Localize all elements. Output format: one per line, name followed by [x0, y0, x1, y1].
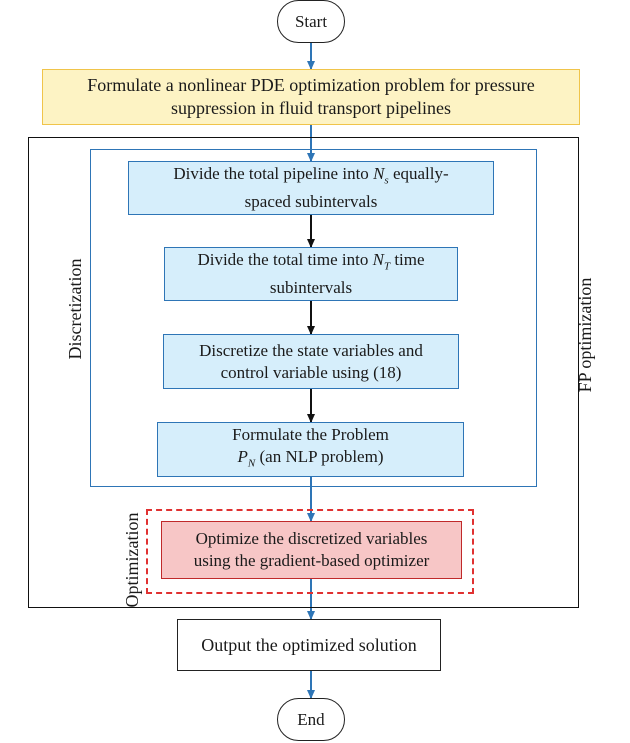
- fp-optimization-frame: [28, 137, 579, 608]
- step-formulate-nlp: Formulate the Problem PN (an NLP problem…: [157, 422, 464, 477]
- end-terminal: End: [277, 698, 345, 741]
- step-discretize-variables: Discretize the state variables and contr…: [163, 334, 459, 389]
- step-divide-pipeline: Divide the total pipeline into Ns equall…: [128, 161, 494, 215]
- step2-line2: subintervals: [269, 278, 353, 298]
- step3-line1: Discretize the state variables and: [199, 340, 423, 360]
- start-terminal: Start: [277, 0, 345, 43]
- problem-box: Formulate a nonlinear PDE optimization p…: [42, 69, 580, 125]
- end-label: End: [297, 709, 325, 729]
- discretization-frame: [90, 149, 537, 487]
- step1-line2: spaced subintervals: [244, 192, 378, 212]
- optimize-line1: Optimize the discretized variables: [195, 529, 428, 548]
- optimize-line2: using the gradient-based optimizer: [193, 551, 430, 570]
- problem-line2: suppression in fluid transport pipelines: [171, 98, 451, 118]
- output-label: Output the optimized solution: [201, 634, 417, 655]
- optimization-frame: [146, 509, 474, 594]
- step4-line1: Formulate the Problem: [232, 425, 389, 445]
- step-divide-time: Divide the total time into NT time subin…: [164, 247, 458, 301]
- step3-line2: control variable using (18): [220, 362, 402, 382]
- optimization-label: Optimization: [121, 512, 142, 608]
- fp-optimization-label: FP optimization: [574, 277, 595, 393]
- discretization-label: Discretization: [64, 258, 85, 360]
- start-label: Start: [294, 11, 328, 31]
- problem-line1: Formulate a nonlinear PDE optimization p…: [87, 75, 535, 95]
- output-box: Output the optimized solution: [177, 619, 441, 671]
- step-optimize-variables: Optimize the discretized variables using…: [161, 521, 462, 579]
